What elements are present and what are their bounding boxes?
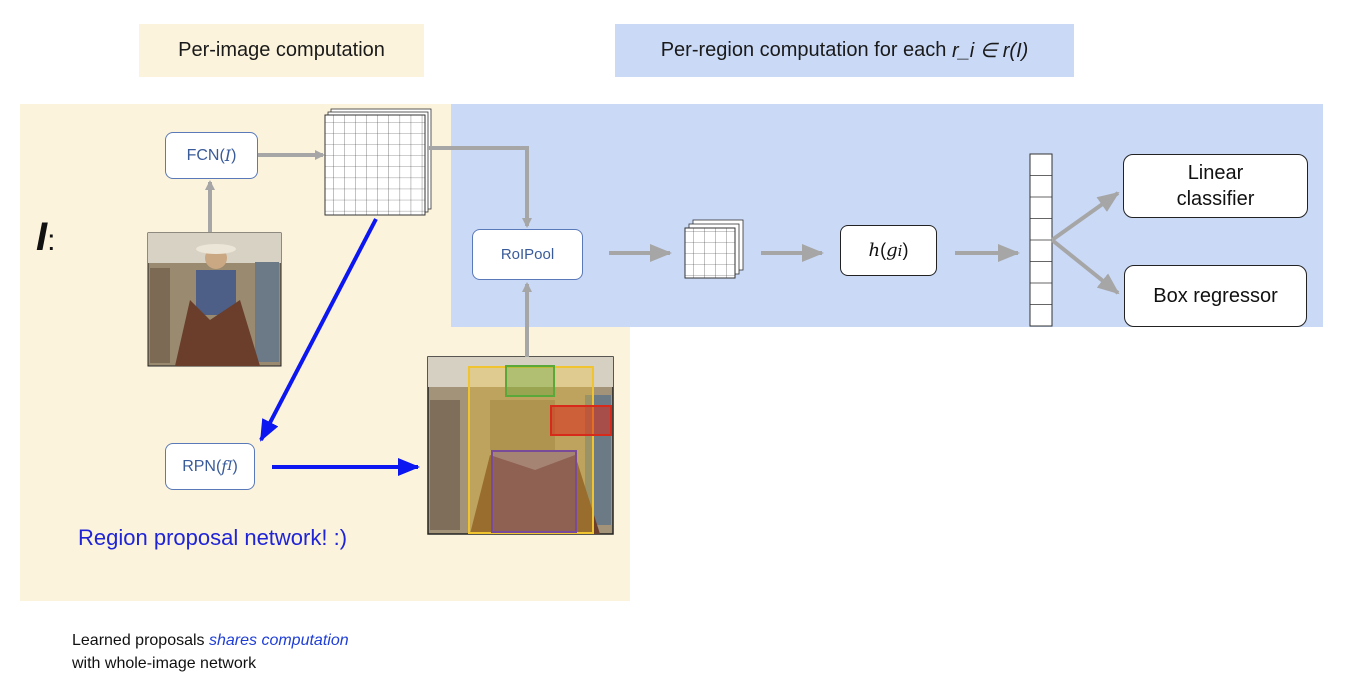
per-region-legend-math: r_i ∈ r(I) (951, 40, 1029, 62)
linear-classifier-line2: classifier (1176, 188, 1255, 210)
rpn-name: RPN (182, 457, 216, 475)
image-feature-map (324, 108, 432, 216)
blue-arrows (259, 218, 420, 476)
rpn-annotation: Region proposal network! :) (78, 525, 348, 550)
linear-classifier-node: Linear classifier (1123, 154, 1308, 218)
footer-note: Learned proposals shares computation wit… (72, 629, 349, 675)
fcn-arg: I (224, 146, 232, 165)
box-regressor-node: Box regressor (1124, 265, 1307, 327)
featuremap-to-rpn-arrow (259, 218, 378, 442)
proposals-photo (427, 356, 614, 535)
head-fn: h (868, 240, 881, 261)
fcn-node: FCN(I) (165, 132, 258, 179)
per-image-legend: Per-image computation (139, 24, 424, 77)
box-regressor-label: Box regressor (1153, 285, 1278, 307)
gray-arrows (205, 146, 1120, 357)
vector-to-regressor-arrow (1050, 238, 1120, 295)
per-image-legend-label: Per-image computation (178, 39, 385, 61)
rpn-arg: f (221, 457, 228, 476)
region-feature-map (684, 219, 744, 279)
featuremap-to-roipool-arrow (427, 146, 532, 228)
rpn-sub: I (227, 459, 233, 474)
linear-classifier-line1: Linear (1187, 162, 1244, 184)
input-photo (147, 232, 282, 367)
footer-prefix: Learned proposals (72, 632, 209, 649)
footer-emphasis: shares computation (208, 632, 349, 649)
vector-to-classifier-arrow (1050, 191, 1120, 242)
per-region-legend-label: Per-region computation for each (660, 39, 952, 61)
footer-line2: with whole-image network (72, 655, 257, 672)
head-arg: g (886, 240, 898, 261)
input-colon: : (47, 224, 56, 257)
roipool-node: RoIPool (472, 229, 583, 280)
fcn-name: FCN (186, 146, 220, 164)
per-region-legend: Per-region computation for each r_i ∈ r(… (615, 24, 1074, 77)
roipool-label: RoIPool (500, 246, 555, 263)
input-image-label: I: (36, 214, 55, 264)
footer-line1: Learned proposals shares computation (72, 629, 349, 652)
head-sub: i (897, 241, 903, 260)
input-letter: I (36, 215, 48, 259)
feature-vector (1029, 153, 1053, 327)
